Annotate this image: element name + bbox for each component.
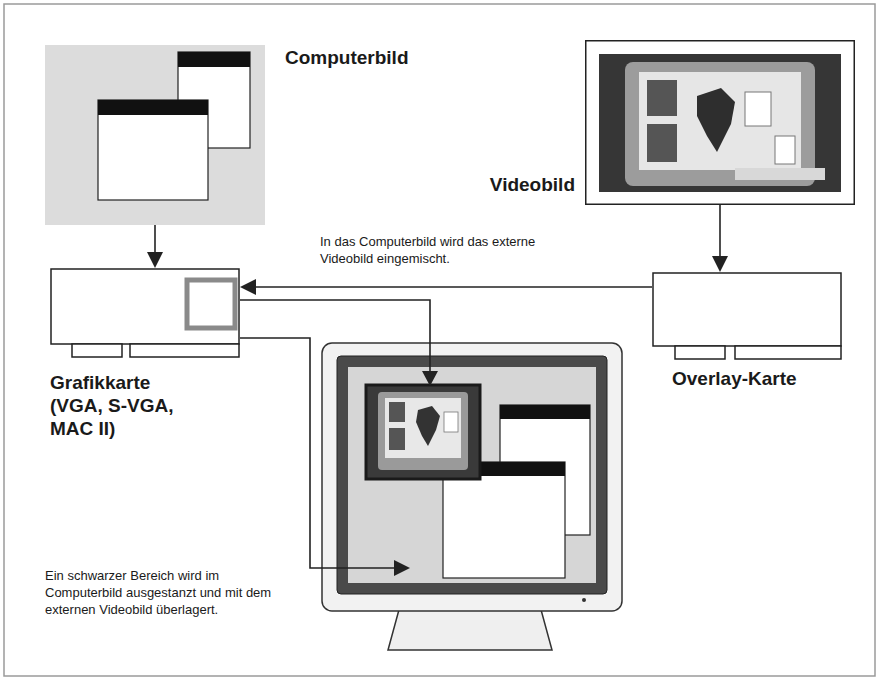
arrowhead [712,256,728,272]
graphics-card: Grafikkarte (VGA, S-VGA, MAC II) [50,268,240,345]
video-map [416,406,440,446]
arrowhead [422,371,438,386]
arrowhead [394,560,410,576]
video-panel [444,412,458,432]
node-outline [652,272,842,347]
connector-arrow [712,205,728,272]
connector-line [154,225,156,254]
power-led [582,598,586,602]
overlay-leader-line [240,338,395,568]
arrowhead [240,279,256,295]
video-photo [389,428,405,450]
connector-line [719,205,721,258]
monitor-bezel [337,356,607,594]
overlay-card: Overlay-Karte [652,272,842,347]
monitor-screen [348,367,596,583]
connector-arrow [240,279,652,295]
monitor-stand [388,606,552,650]
note-text: Ein schwarzer Bereich wird im Computerbi… [45,568,280,619]
video-window [366,385,480,479]
page-frame [4,4,875,676]
video-monitor [378,392,468,470]
arrowhead [147,252,163,268]
monitor-housing [322,343,622,611]
connector-line [254,286,652,288]
node-outline [585,40,855,205]
edge-label: In das Computerbild wird das externe Vid… [320,234,560,268]
card-label: Grafikkarte (VGA, S-VGA, MAC II) [50,372,200,440]
box-heading: Computerbild [285,47,505,70]
video-image-box: Videobild [585,40,855,205]
video-photo [389,402,405,422]
video-screen [385,398,461,458]
computer-image-box: Computerbild [45,45,265,225]
card-label: Overlay-Karte [672,368,862,391]
connector-arrow [147,225,163,268]
box-heading: Videobild [455,174,575,197]
node-outline [50,268,240,345]
node-outline [45,45,265,225]
window-titlebar [500,405,590,419]
overlay-leader-line [240,300,430,372]
